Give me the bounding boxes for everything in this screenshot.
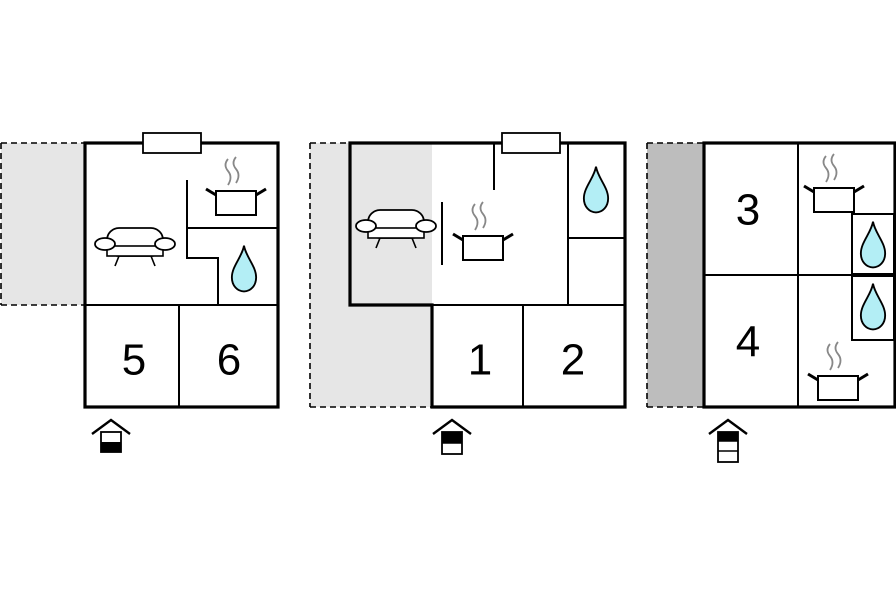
plan-left: 5 6: [0, 132, 280, 453]
plan-right: 3 4: [646, 141, 896, 463]
cooking-pot-icon: [204, 155, 268, 217]
room-number: 6: [217, 336, 241, 385]
water-drop-icon: [230, 244, 258, 293]
cooking-pot-icon: [451, 200, 515, 262]
room-number: 1: [468, 336, 492, 385]
entrance-icon: [432, 418, 472, 455]
water-drop-icon: [582, 165, 610, 214]
cooking-pot-icon: [806, 340, 870, 402]
entrance-icon: [91, 418, 131, 453]
room-number: 4: [736, 318, 760, 367]
plan-middle: 1 2: [309, 132, 627, 455]
sofa-icon: [94, 227, 176, 267]
floor-area: [310, 143, 432, 407]
water-drop-icon: [859, 220, 887, 269]
window-icon: [501, 132, 561, 154]
outer-wall: [348, 141, 627, 409]
room-number: 5: [122, 336, 146, 385]
window-icon: [142, 132, 202, 154]
room-number: 3: [736, 186, 760, 235]
cooking-pot-icon: [802, 152, 866, 214]
entrance-icon: [708, 418, 748, 463]
floor-area: [1, 143, 85, 305]
floor-area: [647, 143, 704, 407]
water-drop-icon: [859, 282, 887, 331]
room-number: 2: [561, 336, 585, 385]
